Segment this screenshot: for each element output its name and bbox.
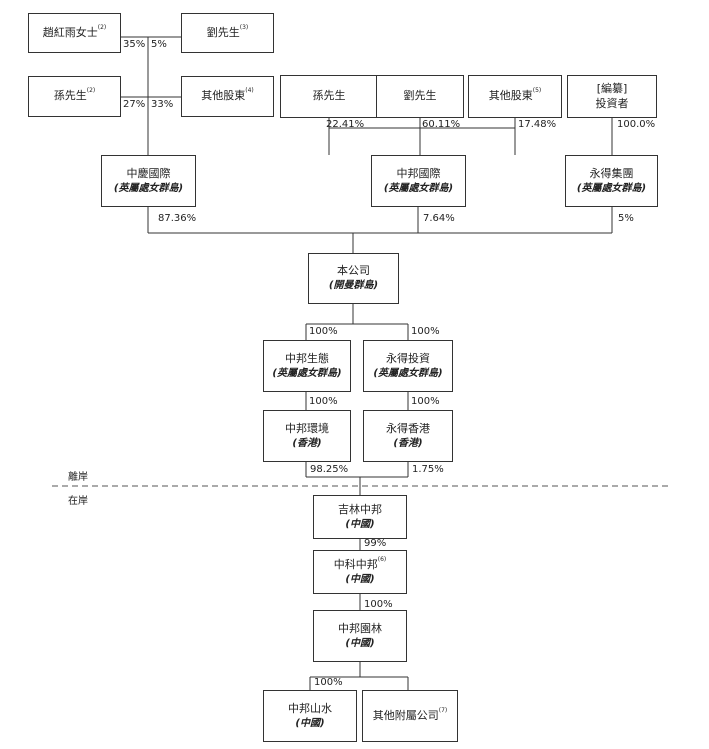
shareholder-liu: 劉先生(3) bbox=[181, 13, 274, 53]
node-jurisdiction: (英屬處女群島) bbox=[576, 182, 647, 194]
shareholder-sun: 孫先生(2) bbox=[28, 76, 121, 117]
entity-yongde-invest: 永得投資 (英屬處女群島) bbox=[363, 340, 453, 392]
node-jurisdiction: (中國) bbox=[295, 717, 325, 729]
pct-yd-hk: 1.75% bbox=[412, 464, 444, 475]
pct-zhongke: 99% bbox=[364, 538, 387, 549]
node-jurisdiction: (英屬處女群島) bbox=[113, 182, 184, 194]
offshore-label: 離岸 bbox=[68, 472, 88, 483]
pct-shanshui: 100% bbox=[314, 677, 343, 688]
pct-zhao: 35% bbox=[123, 39, 146, 50]
shareholder-others: 其他股東(4) bbox=[181, 76, 274, 117]
entity-company: 本公司 (開曼群島) bbox=[308, 253, 399, 304]
node-jurisdiction: (英屬處女群島) bbox=[272, 367, 342, 379]
node-jurisdiction: (中國) bbox=[345, 518, 375, 530]
node-name: 劉先生 bbox=[206, 25, 240, 39]
node-name: 其他股東 bbox=[488, 89, 533, 103]
entity-zhongbang-garden: 中邦園林 (中國) bbox=[313, 610, 407, 662]
pct-others-mid: 17.48% bbox=[518, 119, 557, 130]
node-name: 永得投資 bbox=[386, 351, 430, 365]
footnote-marker: (5) bbox=[532, 87, 542, 95]
footnote-marker: (4) bbox=[245, 87, 254, 95]
node-name: 中慶國際 bbox=[126, 166, 171, 180]
footnote-marker: (2) bbox=[97, 23, 107, 31]
shareholder-others-mid: 其他股東(5) bbox=[468, 75, 562, 118]
pct-investors: 100.0% bbox=[617, 119, 656, 130]
entity-zhongbang-eco: 中邦生態 (英屬處女群島) bbox=[263, 340, 351, 392]
node-name: 孫先生 bbox=[312, 89, 346, 103]
pct-yd-invest: 100% bbox=[411, 326, 440, 337]
node-jurisdiction: (英屬處女群島) bbox=[383, 182, 454, 194]
node-name: 趙紅雨女士 bbox=[42, 25, 98, 39]
shareholder-liu-mid: 劉先生 bbox=[376, 75, 464, 118]
node-name: 其他股東 bbox=[201, 89, 246, 103]
node-jurisdiction: (中國) bbox=[345, 573, 375, 585]
pct-zhongbang-intl: 7.64% bbox=[423, 213, 455, 224]
entity-zhongqing-intl: 中慶國際 (英屬處女群島) bbox=[101, 155, 196, 207]
node-jurisdiction: (開曼群島) bbox=[328, 280, 379, 292]
pct-yongde-group: 5% bbox=[618, 213, 634, 224]
pct-zb-env-owned: 100% bbox=[309, 396, 338, 407]
node-jurisdiction: (香港) bbox=[292, 437, 322, 449]
pct-zb-env: 98.25% bbox=[310, 464, 349, 475]
entity-zhongbang-env: 中邦環境 (香港) bbox=[263, 410, 351, 462]
onshore-label: 在岸 bbox=[68, 496, 88, 507]
node-name: 永得香港 bbox=[386, 421, 430, 435]
pct-liu-top: 5% bbox=[151, 39, 167, 50]
pct-liu-mid: 60.11% bbox=[422, 119, 461, 130]
pct-others-left: 33% bbox=[151, 99, 174, 110]
shareholder-sun-mid: 孫先生 bbox=[280, 75, 378, 118]
footnote-marker: (2) bbox=[86, 87, 96, 95]
pct-yd-hk-owned: 100% bbox=[411, 396, 440, 407]
node-jurisdiction: (中國) bbox=[345, 637, 375, 649]
node-name: 其他附屬公司 bbox=[372, 708, 439, 722]
node-name: 中邦國際 bbox=[396, 166, 441, 180]
entity-zhongbang-intl: 中邦國際 (英屬處女群島) bbox=[371, 155, 466, 207]
pct-sun-mid: 22.41% bbox=[326, 119, 365, 130]
node-jurisdiction: (香港) bbox=[393, 437, 423, 449]
node-jurisdiction: (英屬處女群島) bbox=[373, 367, 443, 379]
node-name: 本公司 bbox=[337, 264, 370, 278]
entity-yongde-group: 永得集團 (英屬處女群島) bbox=[565, 155, 658, 207]
node-name-line2: 投資者 bbox=[595, 96, 629, 110]
node-name: 中邦環境 bbox=[285, 421, 329, 435]
node-name: 中邦生態 bbox=[285, 351, 329, 365]
entity-zhongke-zhongbang: 中科中邦(6) (中國) bbox=[313, 550, 407, 594]
shareholder-zhao: 趙紅雨女士(2) bbox=[28, 13, 121, 53]
pct-sun-left: 27% bbox=[123, 99, 146, 110]
pct-zhongqing: 87.36% bbox=[158, 213, 197, 224]
node-name: 孫先生 bbox=[53, 89, 87, 103]
shareholder-investors: [編纂] 投資者 bbox=[567, 75, 657, 118]
footnote-marker: (6) bbox=[377, 555, 387, 563]
entity-yongde-hk: 永得香港 (香港) bbox=[363, 410, 453, 462]
node-name: 中邦園林 bbox=[338, 621, 382, 635]
footnote-marker: (3) bbox=[239, 23, 249, 31]
node-name: 中科中邦 bbox=[333, 557, 378, 571]
pct-zb-eco: 100% bbox=[309, 326, 338, 337]
node-name: 永得集團 bbox=[589, 166, 634, 180]
entity-other-subsidiaries: 其他附屬公司(7) bbox=[362, 690, 458, 742]
footnote-marker: (7) bbox=[438, 706, 448, 714]
node-name: [編纂] bbox=[596, 81, 628, 95]
node-name: 劉先生 bbox=[403, 89, 437, 103]
entity-jilin-zhongbang: 吉林中邦 (中國) bbox=[313, 495, 407, 539]
entity-zhongbang-shanshui: 中邦山水 (中國) bbox=[263, 690, 357, 742]
pct-garden: 100% bbox=[364, 599, 393, 610]
node-name: 吉林中邦 bbox=[338, 502, 382, 516]
node-name: 中邦山水 bbox=[288, 701, 332, 715]
